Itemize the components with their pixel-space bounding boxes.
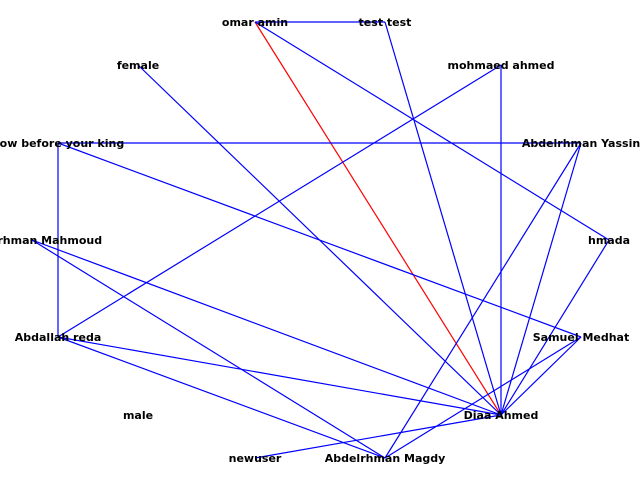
edges-layer — [31, 21, 610, 459]
edge-test-diaa — [384, 21, 502, 416]
node-label-male: male — [123, 409, 153, 422]
node-label-reda: Abdallah reda — [15, 331, 102, 344]
node-label-omar: omar amin — [222, 16, 288, 29]
edge-diaa-newuser — [254, 414, 502, 459]
edge-mohmaed-reda — [57, 64, 502, 338]
edge-yassin-diaa — [500, 142, 582, 416]
node-label-hmada: hmada — [588, 234, 630, 247]
node-label-magdy: Abdelrhman Magdy — [325, 452, 446, 465]
node-label-bow: bow before your king — [0, 137, 124, 150]
edge-mahmoud-magdy — [31, 239, 386, 459]
edge-samuel-magdy — [384, 336, 582, 459]
edge-reda-diaa — [57, 336, 502, 416]
edge-reda-magdy — [57, 336, 386, 459]
node-label-newuser: newuser — [229, 452, 282, 465]
edge-bow-samuel — [57, 142, 582, 338]
node-label-yassin: Abdelrhman Yassin — [522, 137, 640, 150]
edge-omar-hmada — [254, 21, 610, 241]
node-label-mohmaed: mohmaed ahmed — [448, 59, 555, 72]
edge-samuel-diaa — [500, 336, 582, 416]
edge-omar-diaa — [254, 21, 502, 416]
edge-hmada-diaa — [500, 239, 610, 416]
node-label-diaa: Diaa Ahmed — [464, 409, 539, 422]
node-label-samuel: Samuel Medhat — [533, 331, 630, 344]
node-label-test: test test — [359, 16, 412, 29]
edge-mahmoud-diaa — [31, 239, 502, 416]
edge-yassin-magdy — [384, 142, 582, 459]
node-label-mahmoud: Abdelrhman Mahmoud — [0, 234, 102, 247]
node-label-female: female — [117, 59, 159, 72]
nodes-layer: omar amin test test female mohmaed ahmed bow… — [0, 16, 640, 465]
